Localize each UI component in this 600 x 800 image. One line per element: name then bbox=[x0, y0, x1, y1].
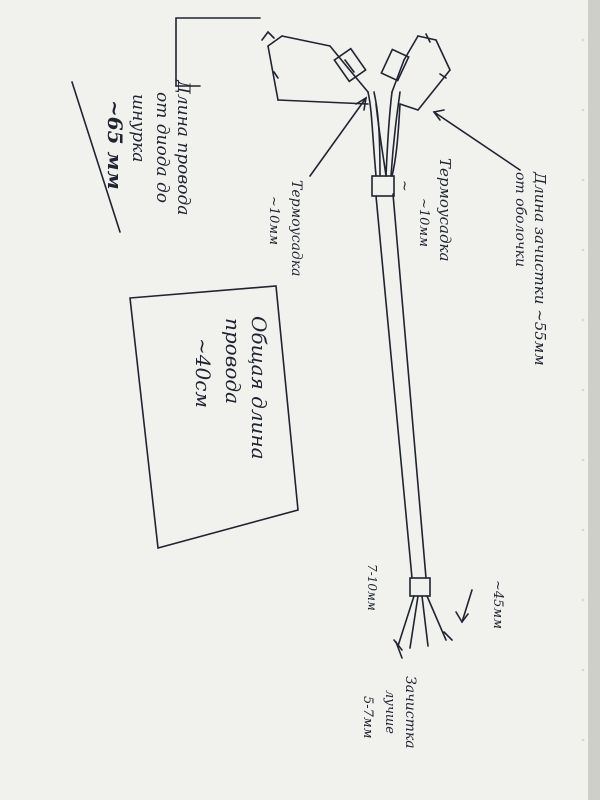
paper-perforation bbox=[581, 38, 585, 742]
cable-edge-right bbox=[392, 193, 427, 579]
wire-right-upper bbox=[385, 91, 393, 177]
paper-edge bbox=[588, 0, 600, 800]
label-heatshrink-left: Термоусадка bbox=[288, 180, 304, 277]
cable-edge-left bbox=[375, 195, 413, 579]
wire-left-upper bbox=[367, 91, 377, 177]
label-wire-length-3: шнурка bbox=[128, 94, 148, 162]
component-right bbox=[380, 48, 410, 82]
label-end-strip: Зачистка bbox=[402, 676, 418, 749]
arrow-heatshrink-left bbox=[309, 97, 367, 177]
total-length-box bbox=[129, 285, 299, 550]
label-strip-length: Длина зачистки ~55мм bbox=[531, 171, 549, 366]
label-wire-length-2: от диода до bbox=[152, 92, 172, 203]
label-total-length: Общая длина bbox=[247, 316, 271, 460]
label-end-strip-3: 5-7мм bbox=[360, 696, 375, 739]
label-heatshrink-right: Термоусадка bbox=[436, 158, 454, 261]
arrow-end-45 bbox=[461, 589, 473, 623]
label-wire-length-1: Длина провода bbox=[173, 79, 193, 215]
label-heatshrink-right-size: ~10мм bbox=[416, 198, 431, 247]
component-left-band bbox=[344, 59, 355, 73]
label-strip-length-2: от оболочки bbox=[512, 172, 528, 267]
bracket-left bbox=[175, 17, 261, 87]
label-end-strip-2: лучше bbox=[382, 690, 397, 734]
arrow-end-strip bbox=[395, 641, 403, 659]
component-left bbox=[333, 47, 367, 83]
label-small-mark: ~ bbox=[396, 180, 412, 192]
label-end-45: ~45мм bbox=[490, 580, 505, 629]
wire-drawing bbox=[71, 17, 521, 659]
label-total-length-2: провода bbox=[221, 318, 245, 404]
wire-right-upper-2 bbox=[390, 91, 401, 177]
label-wire-length-4: ~65 мм bbox=[103, 100, 127, 190]
arrow-strip bbox=[433, 111, 521, 171]
heatshrink-bottom bbox=[409, 577, 431, 597]
label-end-heatshrink: 7-10мм bbox=[365, 564, 379, 611]
label-heatshrink-left-size: ~10мм bbox=[266, 196, 281, 245]
underline-left bbox=[71, 81, 121, 233]
label-total-length-3: ~40см bbox=[191, 338, 215, 408]
heatshrink-top bbox=[371, 175, 395, 197]
annotations: Длина провода от диода до шнурка ~65 мм … bbox=[103, 79, 549, 749]
